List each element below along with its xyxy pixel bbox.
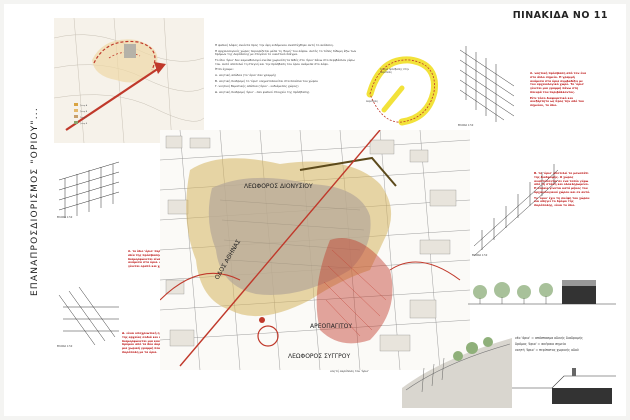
intro-item-c: Γ. νοητική θεματικής ασύδοα ('όριο' - εν…: [215, 84, 299, 89]
perspective-sketch-top: ΕΙΚΟΝΑ 1:50: [456, 40, 520, 130]
board-title: ΠΙΝΑΚΙΔΑ ΝΟ 11: [512, 10, 608, 21]
central-map: ΛΕΩΦΟΡΟΣ ΔΙΟΝΥΣΙΟΥ ΑΡΕΟΠΑΓΙΤΟΥ ΛΕΩΦΟΡΟΣ …: [160, 130, 470, 370]
right-text-lower-block-b: Β. το 'όριο' αποτελεί το μονοπάτι της δι…: [534, 171, 591, 194]
fence-sketch-left: ΕΙΚΟΝΑ 1:50: [55, 160, 125, 222]
caption-top-right: ΕΙΚΟΝΑ 1:50: [458, 124, 474, 127]
central-map-svg: ΛΕΩΦΟΡΟΣ ΔΙΟΝΥΣΙΟΥ ΑΡΕΟΠΑΓΙΤΟΥ ΛΕΩΦΟΡΟΣ …: [160, 130, 470, 370]
inset-map-svg: ζώνη Α ζώνη Β ζώνη Γ ζώνη Δ: [54, 18, 204, 143]
section-sketch: [466, 260, 616, 320]
perspective-sketch-top-svg: [459, 46, 515, 122]
yellow-sketch-svg: [366, 56, 438, 126]
left-text-a: Α. το ίδιο 'όριο' περιλαμβάνει την ιδέα …: [128, 249, 188, 271]
intro-items-title: Έτσι έχουμε:: [215, 67, 234, 72]
svg-text:ζώνη Δ: ζώνη Δ: [80, 122, 88, 125]
street-label-3: ΛΕΩΦΟΡΟΣ ΣΥΓΓΡΟΥ: [288, 353, 350, 360]
fence-sketch-left-svg: [58, 161, 120, 218]
fence-sketch-left-2: ΕΙΚΟΝΑ 1:50: [55, 285, 125, 351]
right-text-lower-block-c: Το 'όριο' έχει τη σκέψη του χώρου και οδ…: [534, 195, 590, 208]
perspective-sketch-mid: ΕΙΚΟΝΑ 1:50: [470, 160, 562, 260]
vertical-title: ΕΠΑΝΑΠΡΟΣΔΙΟΡΙΣΜΟΣ "ΟΡΙΟΥ"...: [30, 107, 40, 296]
right-text-a: Α. νοητική πρόσβαση από τον ένα στο άλλο…: [530, 71, 588, 110]
intro-item-d: Δ. νοητική διαδρομή 'όριο' - σαν φυσικό …: [215, 89, 311, 94]
intro-item-a: Α. νοητική ασύδοα (το 'όριο' σαν γραμμή): [215, 72, 276, 77]
bottom-render: [402, 328, 512, 408]
bottom-caption-2: νέο 'όριο' = απόσπασμα οδικής διαδρομής …: [515, 336, 605, 354]
bottom-caption-line-1: νοητή ακρόπολη του 'όριο': [330, 369, 369, 373]
sketch-label-b: Ακρόπολη: [366, 100, 378, 103]
svg-text:ζώνη Β: ζώνη Β: [80, 110, 88, 113]
caption-left-1: ΕΙΚΟΝΑ 1:50: [57, 216, 73, 219]
left-text-b: Δ. είναι υποχρεωτική η ορισμένη μεταξύ τ…: [122, 331, 192, 357]
intro-paragraph-1: Η φυσική λόφος ανιόντα προς την όψη ενδό…: [215, 43, 334, 47]
right-text-block-a: Α. νοητική πρόσβαση από τον ένα στο άλλο…: [530, 71, 587, 94]
intro-paragraph-3: Το ίδιο 'όριο' δεν καμουθολογεί ανείπα χ…: [215, 57, 355, 66]
right-text-block-b: Είτε τόσο διαφορετικό και ανεξάρτητο ως …: [530, 95, 584, 108]
intro-item-b: Β. νοητική διαδρομή το 'όριο' νοηματοποι…: [215, 78, 318, 83]
intro-paragraph-2: Η Αρχαιολογικός χώρος περιορίζεται μέσα …: [215, 48, 357, 57]
bottom-caption-line-4: νοητή 'όριο' = περίπατος χωρικής οδού: [515, 348, 579, 352]
svg-text:ζώνη Γ: ζώνη Γ: [80, 116, 88, 119]
left-text-block-b: Δ. είναι υποχρεωτική η ορισμένη μεταξύ τ…: [122, 331, 191, 354]
svg-text:ζώνη Α: ζώνη Α: [80, 104, 88, 107]
perspective-sketch-mid-svg: [473, 164, 559, 257]
intro-text: Η φυσική λόφος ανιόντα προς την όψη ενδό…: [215, 43, 357, 96]
bottom-caption: νοητή ακρόπολη του 'όριο': [330, 369, 410, 376]
bottom-caption-line-3: δρόμος 'όριο' = ακέραιο σημείο: [515, 342, 566, 346]
bottom-section-svg: [512, 368, 616, 404]
sketch-label-a: τροχιά πρόσβασης στην Ακρόπολη: [380, 68, 409, 74]
caption-right-mid: ΕΙΚΟΝΑ 1:50: [472, 254, 488, 257]
yellow-sketch: τροχιά πρόσβασης στην Ακρόπολη Ακρόπολη: [362, 48, 448, 132]
left-text-block-a: Α. το ίδιο 'όριο' περιλαμβάνει την ιδέα …: [128, 249, 186, 269]
bottom-caption-line-2: νέο 'όριο' = απόσπασμα οδικής διαδρομής: [515, 336, 583, 340]
right-text-b: Β. το 'όριο' αποτελεί το μονοπάτι της δι…: [534, 171, 592, 210]
fence-sketch-left-2-svg: [58, 286, 119, 346]
bottom-section: [512, 350, 616, 406]
inset-map: ζώνη Α ζώνη Β ζώνη Γ ζώνη Δ: [54, 18, 204, 143]
street-label-2: ΑΡΕΟΠΑΓΙΤΟΥ: [310, 323, 352, 330]
caption-left-2: ΕΙΚΟΝΑ 1:50: [57, 345, 73, 348]
bottom-render-svg: [402, 337, 512, 408]
street-label-1: ΛΕΩΦΟΡΟΣ ΔΙΟΝΥΣΙΟΥ: [244, 183, 313, 190]
section-sketch-svg: [468, 280, 616, 305]
